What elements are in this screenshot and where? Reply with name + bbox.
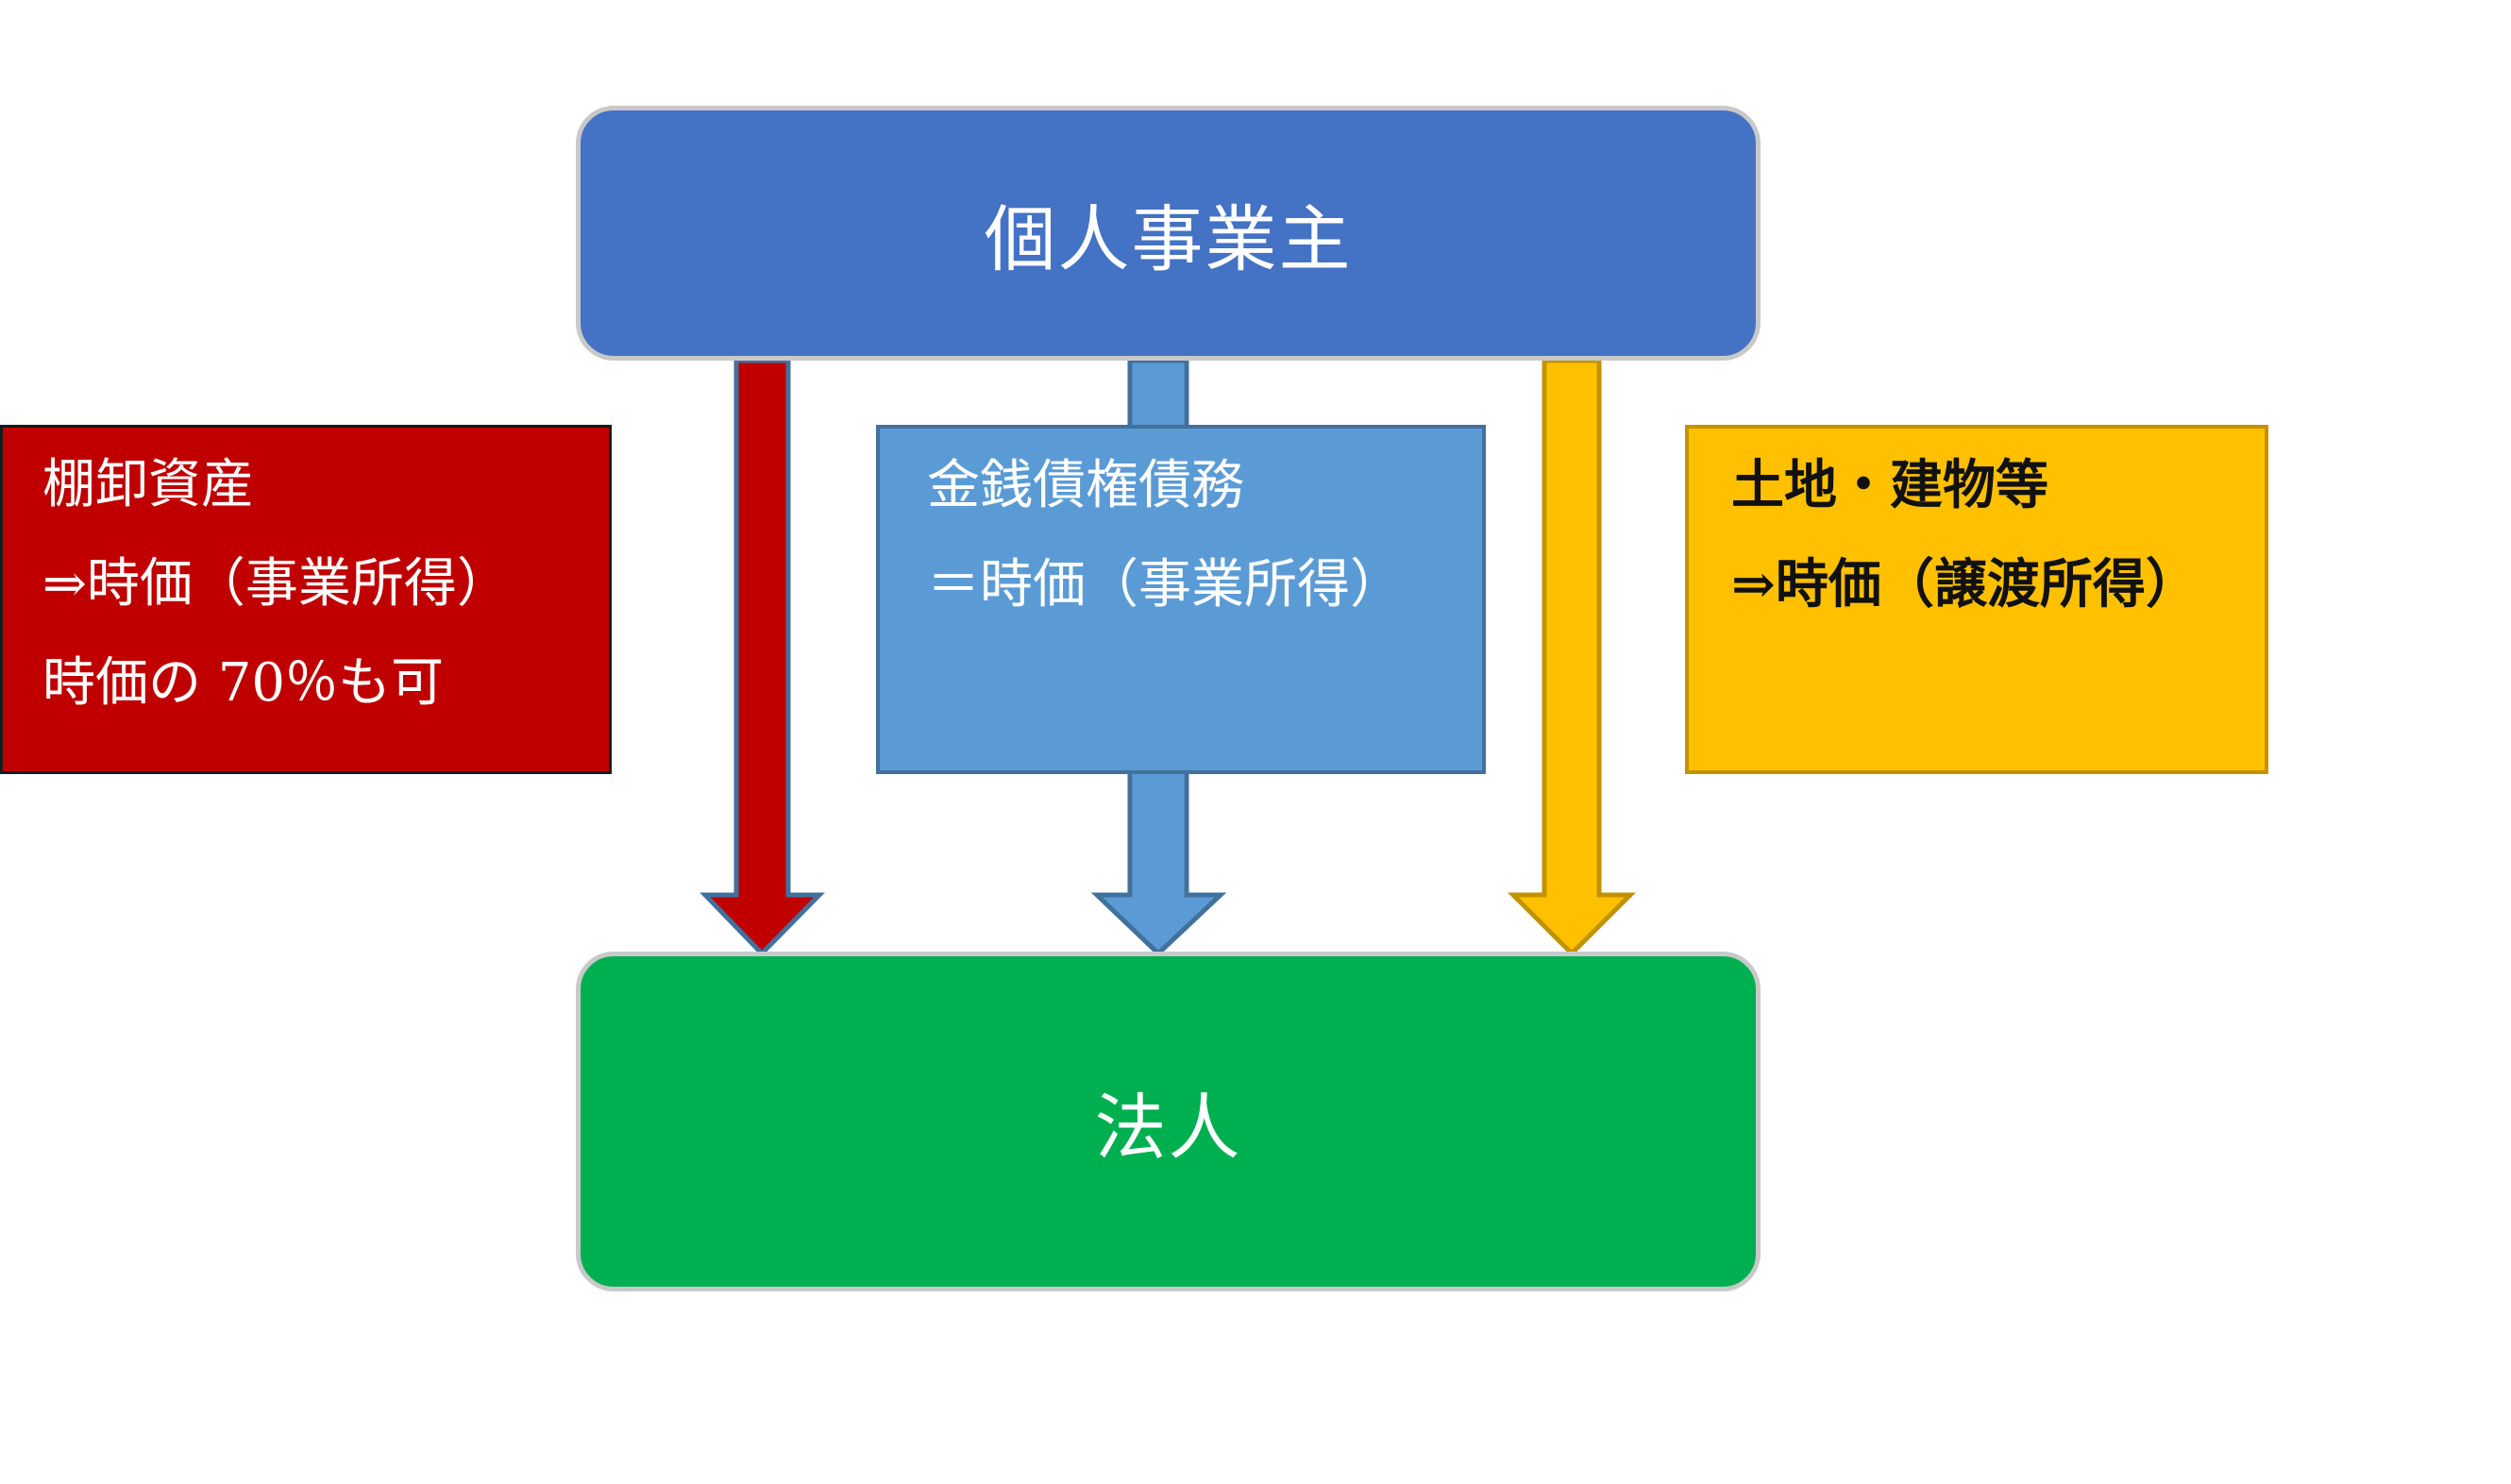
inventory-note: 棚卸資産 ⇒時価（事業所得） 時価の 70％も可 <box>0 425 612 774</box>
sole-proprietor-box: 個人事業主 <box>576 106 1761 361</box>
inventory-valuation: ⇒時価（事業所得） <box>42 553 510 615</box>
corporation-box: 法人 <box>576 952 1761 1291</box>
monetary-note: 金銭債権債務 ＝時価（事業所得） <box>876 425 1486 774</box>
monetary-valuation: ＝時価（事業所得） <box>927 554 1403 616</box>
inventory-exception: 時価の 70％も可 <box>42 652 445 714</box>
corporation-label: 法人 <box>1094 1086 1242 1170</box>
inventory-title: 棚卸資産 <box>42 454 254 515</box>
real-estate-valuation: ⇒時価（譲渡所得） <box>1731 553 2199 616</box>
real-estate-note: 土地・建物等 ⇒時価（譲渡所得） <box>1685 425 2268 774</box>
real-estate-arrow <box>1507 358 1637 957</box>
inventory-arrow <box>699 358 825 957</box>
real-estate-title: 土地・建物等 <box>1731 454 2048 516</box>
sole-proprietor-label: 個人事業主 <box>984 197 1353 281</box>
monetary-title: 金銭債権債務 <box>927 455 1244 516</box>
